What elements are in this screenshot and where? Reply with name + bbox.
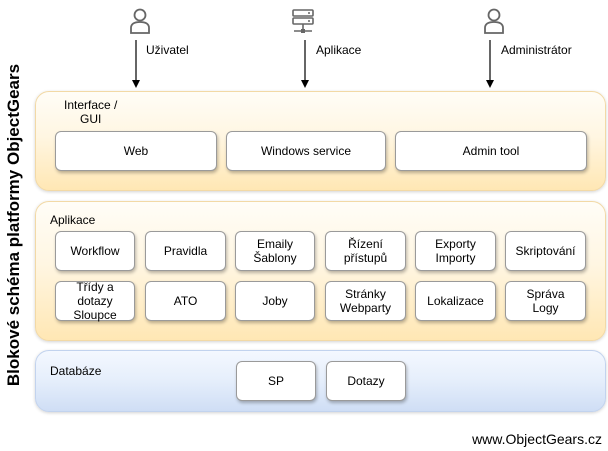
website-link[interactable]: www.ObjectGears.cz	[472, 431, 602, 447]
arrows	[132, 40, 494, 88]
box-skriptovani: Skriptování	[505, 231, 586, 271]
box-sp: SP	[236, 361, 316, 401]
box-dotazy: Dotazy	[326, 361, 406, 401]
actor-application	[291, 9, 315, 37]
database-layer-label: Databáze	[50, 364, 102, 378]
box-rizeni-pristupu: Řízení přístupů	[325, 231, 406, 271]
box-lokalizace: Lokalizace	[415, 281, 496, 321]
box-windows-service: Windows service	[226, 131, 386, 171]
actor-admin-label: Administrátor	[501, 43, 572, 57]
box-exporty-importy: Exporty Importy	[415, 231, 496, 271]
actor-admin	[483, 8, 505, 34]
actor-user	[129, 8, 151, 34]
box-stranky-webparty: Stránky Webparty	[325, 281, 406, 321]
interface-layer-label: Interface / GUI	[64, 98, 117, 126]
box-ato: ATO	[145, 281, 226, 321]
box-admin-tool: Admin tool	[395, 131, 587, 171]
diagram-title: Blokové schéma platformy ObjectGears	[4, 63, 23, 387]
application-layer-label: Aplikace	[50, 213, 96, 227]
box-pravidla: Pravidla	[145, 231, 226, 271]
box-tridy-dotazy-sloupce: Třídy a dotazy Sloupce	[55, 280, 135, 322]
server-icon	[292, 9, 314, 33]
actor-application-label: Aplikace	[316, 43, 362, 57]
box-emaily-sablony: Emaily Šablony	[235, 231, 315, 271]
box-web: Web	[55, 131, 217, 171]
actor-user-label: Uživatel	[146, 43, 189, 57]
box-sprava-logy: Správa Logy	[505, 281, 586, 321]
database-layer	[35, 350, 606, 412]
admin-icon	[484, 8, 504, 34]
interface-layer-label-text: Interface / GUI	[64, 98, 118, 126]
box-workflow: Workflow	[55, 231, 135, 271]
box-joby: Joby	[235, 281, 315, 321]
user-icon	[130, 8, 150, 34]
